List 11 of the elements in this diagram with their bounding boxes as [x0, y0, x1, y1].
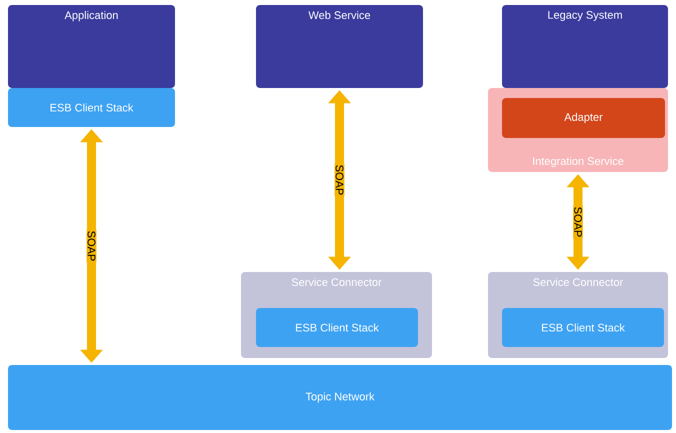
stack-box: ESB Client Stack: [256, 308, 418, 347]
adapter-box: Adapter: [502, 98, 665, 138]
system-box: Legacy System: [502, 5, 668, 88]
edge-label: SOAP: [334, 164, 344, 196]
network-bar: Topic Network: [8, 365, 672, 430]
stack-box: ESB Client Stack: [8, 88, 175, 127]
edge-label: SOAP: [573, 206, 583, 238]
system-box: Web Service: [256, 5, 423, 88]
stack-box: ESB Client Stack: [502, 308, 664, 347]
edge-label: SOAP: [86, 230, 96, 262]
system-box: Application: [8, 5, 175, 88]
